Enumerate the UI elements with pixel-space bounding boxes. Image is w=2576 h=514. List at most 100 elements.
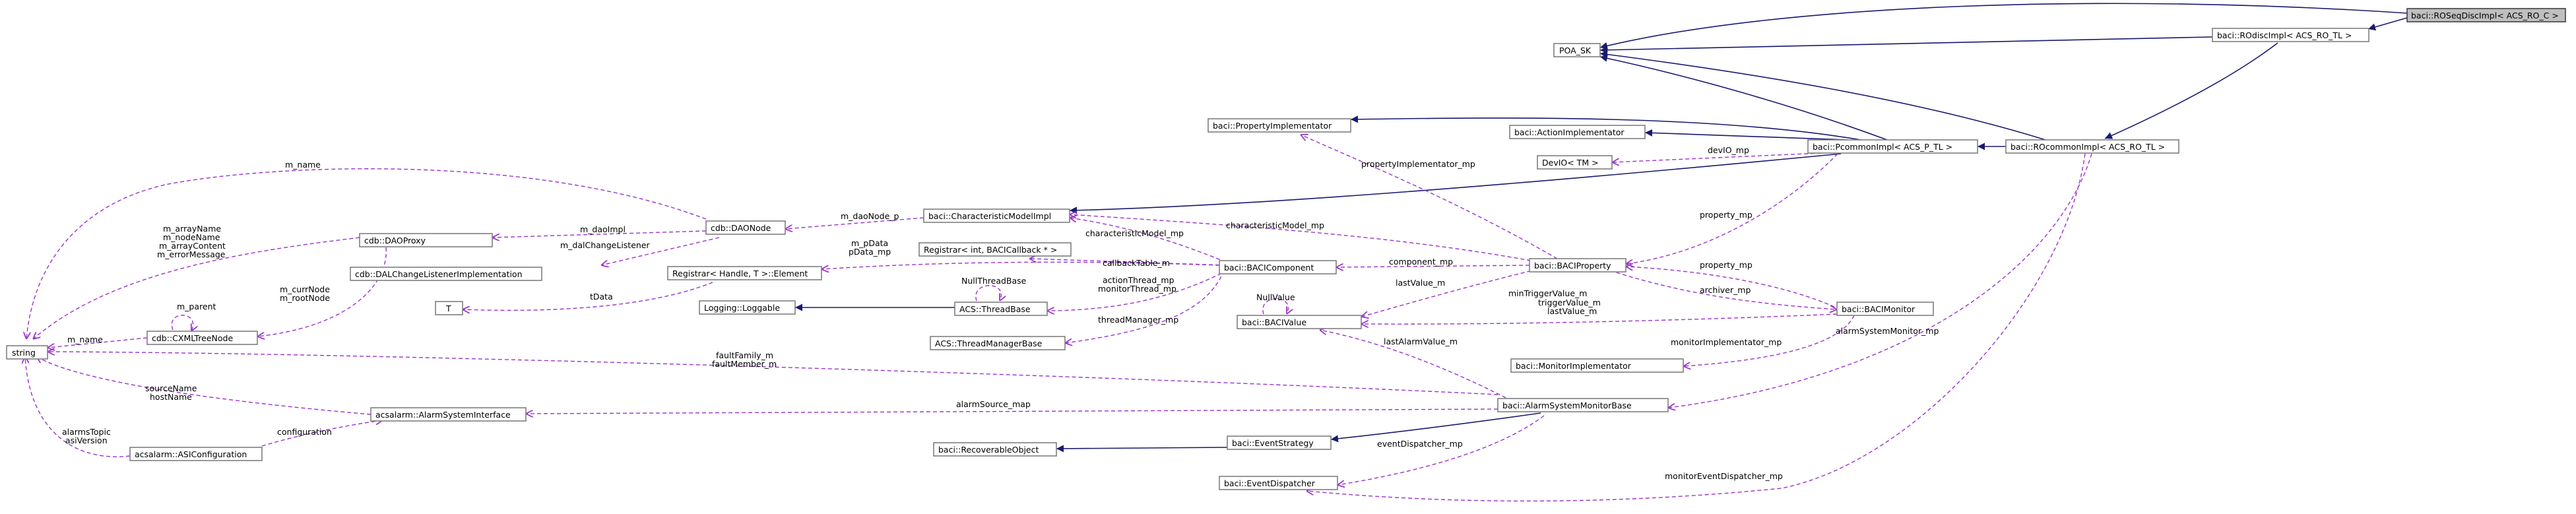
edge-label-m-nodeName: m_nodeName xyxy=(163,232,220,242)
edge-label-m-rootNode: m_rootNode xyxy=(280,293,330,303)
edge-charmodel-daonode xyxy=(785,217,924,229)
node-bacicomp[interactable]: baci::BACIComponent xyxy=(1219,260,1337,274)
node-label: baci::ROcommonImpl< ACS_RO_TL > xyxy=(2011,142,2165,152)
edge-label-alarmSource-map: alarmSource_map xyxy=(956,399,1031,409)
edge-rocommon-alarmbase xyxy=(1668,153,2092,408)
node-evdispatcher[interactable]: baci::EventDispatcher xyxy=(1219,476,1338,490)
node-asiconf[interactable]: acsalarm::ASIConfiguration xyxy=(129,447,263,461)
node-label: baci::PcommonImpl< ACS_P_TL > xyxy=(1813,142,1952,152)
node-label: baci::EventStrategy xyxy=(1232,438,1314,448)
node-label: baci::ROdiscImpl< ACS_RO_TL > xyxy=(2217,30,2352,40)
edge-label-component-mp: component_mp xyxy=(1389,257,1453,267)
edge-baciprop-bacimonitor xyxy=(1609,270,1837,309)
node-label: Registrar< Handle, T >::Element xyxy=(672,269,808,278)
node-monimpl[interactable]: baci::MonitorImplementator xyxy=(1510,358,1684,373)
edge-pcommon-charmodel xyxy=(1069,153,1842,214)
edge-label-nullvalue: NullValue xyxy=(1256,292,1295,302)
node-label: baci::EventDispatcher xyxy=(1224,478,1316,488)
edge-alarmbase-bacivalue xyxy=(1320,330,1518,404)
node-bacimonitor[interactable]: baci::BACIMonitor xyxy=(1836,302,1934,316)
node-string[interactable]: string xyxy=(6,345,48,360)
edge-label-archiver-mp: archiver_mp xyxy=(1700,285,1751,295)
edge-rodisc-rocommon xyxy=(2104,42,2278,139)
node-rodisc[interactable]: baci::ROdiscImpl< ACS_RO_TL > xyxy=(2212,28,2369,42)
node-label: acsalarm::ASIConfiguration xyxy=(135,449,247,459)
node-t[interactable]: T xyxy=(435,301,463,315)
node-label: baci::PropertyImplementator xyxy=(1213,121,1332,131)
edge-label-m-name-top: m_name xyxy=(285,160,321,170)
edge-baciprop-bacicomp xyxy=(1336,265,1530,267)
node-devio[interactable]: DevIO< TM > xyxy=(1537,155,1613,170)
node-roseqdisc[interactable]: baci::ROSeqDiscImpl< ACS_RO_C > xyxy=(2406,8,2566,22)
edge-bacimonitor-bacivalue xyxy=(1361,313,1838,324)
node-actimpl[interactable]: baci::ActionImplementator xyxy=(1509,125,1646,139)
node-label: POA_SK xyxy=(1559,46,1592,55)
node-label: DevIO< TM > xyxy=(1542,158,1599,168)
edge-daoproxy-string xyxy=(33,237,360,339)
node-alarmbase[interactable]: baci::AlarmSystemMonitorBase xyxy=(1497,398,1669,412)
node-label: baci::RecoverableObject xyxy=(938,445,1039,455)
edge-label-lastValue-m-2: lastValue_m xyxy=(1547,306,1597,316)
edge-label-monitorImplementator-mp: monitorImplementator_mp xyxy=(1671,337,1782,347)
node-registrar-int[interactable]: Registrar< int, BACICallback * > xyxy=(918,242,1072,257)
edge-label-m-dalChangeListener: m_dalChangeListener xyxy=(560,240,651,250)
node-pcommon[interactable]: baci::PcommonImpl< ACS_P_TL > xyxy=(1807,139,1978,154)
edge-label-alarmsTopic: alarmsTopic xyxy=(62,427,111,437)
node-bacivalue[interactable]: baci::BACIValue xyxy=(1237,315,1362,329)
edge-bacicomp-registrar-handle xyxy=(821,261,1220,269)
node-daonode[interactable]: cdb::DAONode xyxy=(705,220,786,235)
node-label: string xyxy=(12,348,36,358)
edge-label-m-name-left: m_name xyxy=(67,335,103,344)
edge-bacicomp-threadbase xyxy=(1047,270,1228,311)
edge-label-property-mp-1: property_mp xyxy=(1700,210,1753,220)
edge-m-name-top xyxy=(26,168,707,339)
edge-rodisc-poa xyxy=(1599,36,2213,54)
node-recov[interactable]: baci::RecoverableObject xyxy=(933,442,1057,457)
node-label: baci::CharacteristicModelImpl xyxy=(928,211,1051,221)
node-rocommon[interactable]: baci::ROcommonImpl< ACS_RO_TL > xyxy=(2005,139,2179,154)
edge-label-m-daoNode-p: m_daoNode_p xyxy=(841,211,899,221)
edge-label-lastValue-m: lastValue_m xyxy=(1396,278,1445,288)
node-label: baci::BACIComponent xyxy=(1224,263,1314,273)
edge-pcommon-actimpl xyxy=(1644,129,1848,141)
usage-edges xyxy=(25,135,2092,502)
edge-label-m-currNode: m_currNode xyxy=(280,284,330,294)
edge-label-alarmSystemMonitor-mp: alarmSystemMonitor_mp xyxy=(1836,326,1939,336)
node-charmodel[interactable]: baci::CharacteristicModelImpl xyxy=(923,209,1070,223)
edge-label-configuration: configuration xyxy=(277,427,332,437)
node-alarmif[interactable]: acsalarm::AlarmSystemInterface xyxy=(370,407,527,422)
node-threadmgr[interactable]: ACS::ThreadManagerBase xyxy=(930,336,1066,350)
node-propimpl[interactable]: baci::PropertyImplementator xyxy=(1208,118,1351,133)
edge-label-m-daoImpl: m_daoImpl xyxy=(580,224,626,234)
edge-label-triggerValue-m: triggerValue_m xyxy=(1538,298,1601,307)
node-loggable[interactable]: Logging::Loggable xyxy=(699,300,796,315)
edge-roseqdisc-poa xyxy=(1599,3,2408,49)
edge-label-characteristicModel-mp-2: characteristicModel_mp xyxy=(1226,220,1324,230)
node-label: baci::BACIValue xyxy=(1242,317,1306,327)
node-baciprop[interactable]: baci::BACIProperty xyxy=(1529,258,1626,273)
node-label: baci::BACIProperty xyxy=(1534,261,1611,271)
node-cxml[interactable]: cdb::CXMLTreeNode xyxy=(146,331,258,345)
edge-label-callbackTable-m: callbackTable_m xyxy=(1103,258,1170,268)
node-label: cdb::CXMLTreeNode xyxy=(152,333,233,343)
node-daoproxy[interactable]: cdb::DAOProxy xyxy=(359,233,493,247)
edge-daonode-dallistener xyxy=(601,237,720,265)
node-label: cdb::DAOProxy xyxy=(364,236,426,245)
edge-bacimonitor-baciprop xyxy=(1626,267,1835,307)
edge-label-minTriggerValue-m: minTriggerValue_m xyxy=(1508,288,1587,298)
node-label: T xyxy=(445,304,451,313)
node-poa[interactable]: POA_SK xyxy=(1553,43,1601,57)
node-threadbase[interactable]: ACS::ThreadBase xyxy=(954,302,1048,316)
edge-pcommon-propimpl xyxy=(1350,115,1861,141)
edge-baciprop-charmodel xyxy=(1070,214,1531,261)
edge-label-asiVersion: asiVersion xyxy=(65,435,108,445)
edge-label-m-arrayName: m_arrayName xyxy=(163,224,221,234)
edge-label-lastAlarmValue-m: lastAlarmValue_m xyxy=(1384,337,1458,346)
node-evstrategy[interactable]: baci::EventStrategy xyxy=(1227,435,1332,450)
node-registrar-handle[interactable]: Registrar< Handle, T >::Element xyxy=(667,266,822,280)
node-dallistener[interactable]: cdb::DALChangeListenerImplementation xyxy=(350,267,542,281)
nodes: baci::ROSeqDiscImpl< ACS_RO_C > baci::RO… xyxy=(6,8,2566,490)
edge-pcommon-baciprop xyxy=(1626,153,1838,264)
edge-bacicomp-charmodel xyxy=(1070,218,1227,263)
